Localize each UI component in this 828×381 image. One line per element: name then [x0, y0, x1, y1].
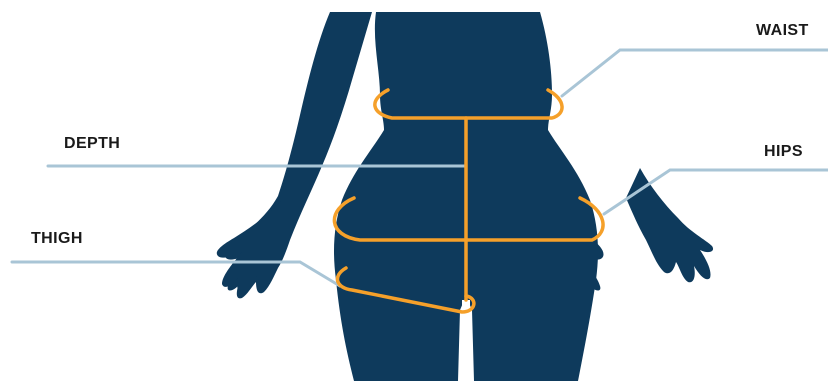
waist-label: WAIST — [756, 22, 809, 40]
thigh-leader-line — [12, 262, 340, 286]
hips-label: HIPS — [764, 143, 803, 161]
left-hand — [217, 200, 282, 294]
thigh-label: THIGH — [31, 230, 83, 248]
depth-label: DEPTH — [64, 135, 120, 153]
right-hand — [626, 168, 713, 282]
waist-leader-line — [562, 50, 828, 96]
